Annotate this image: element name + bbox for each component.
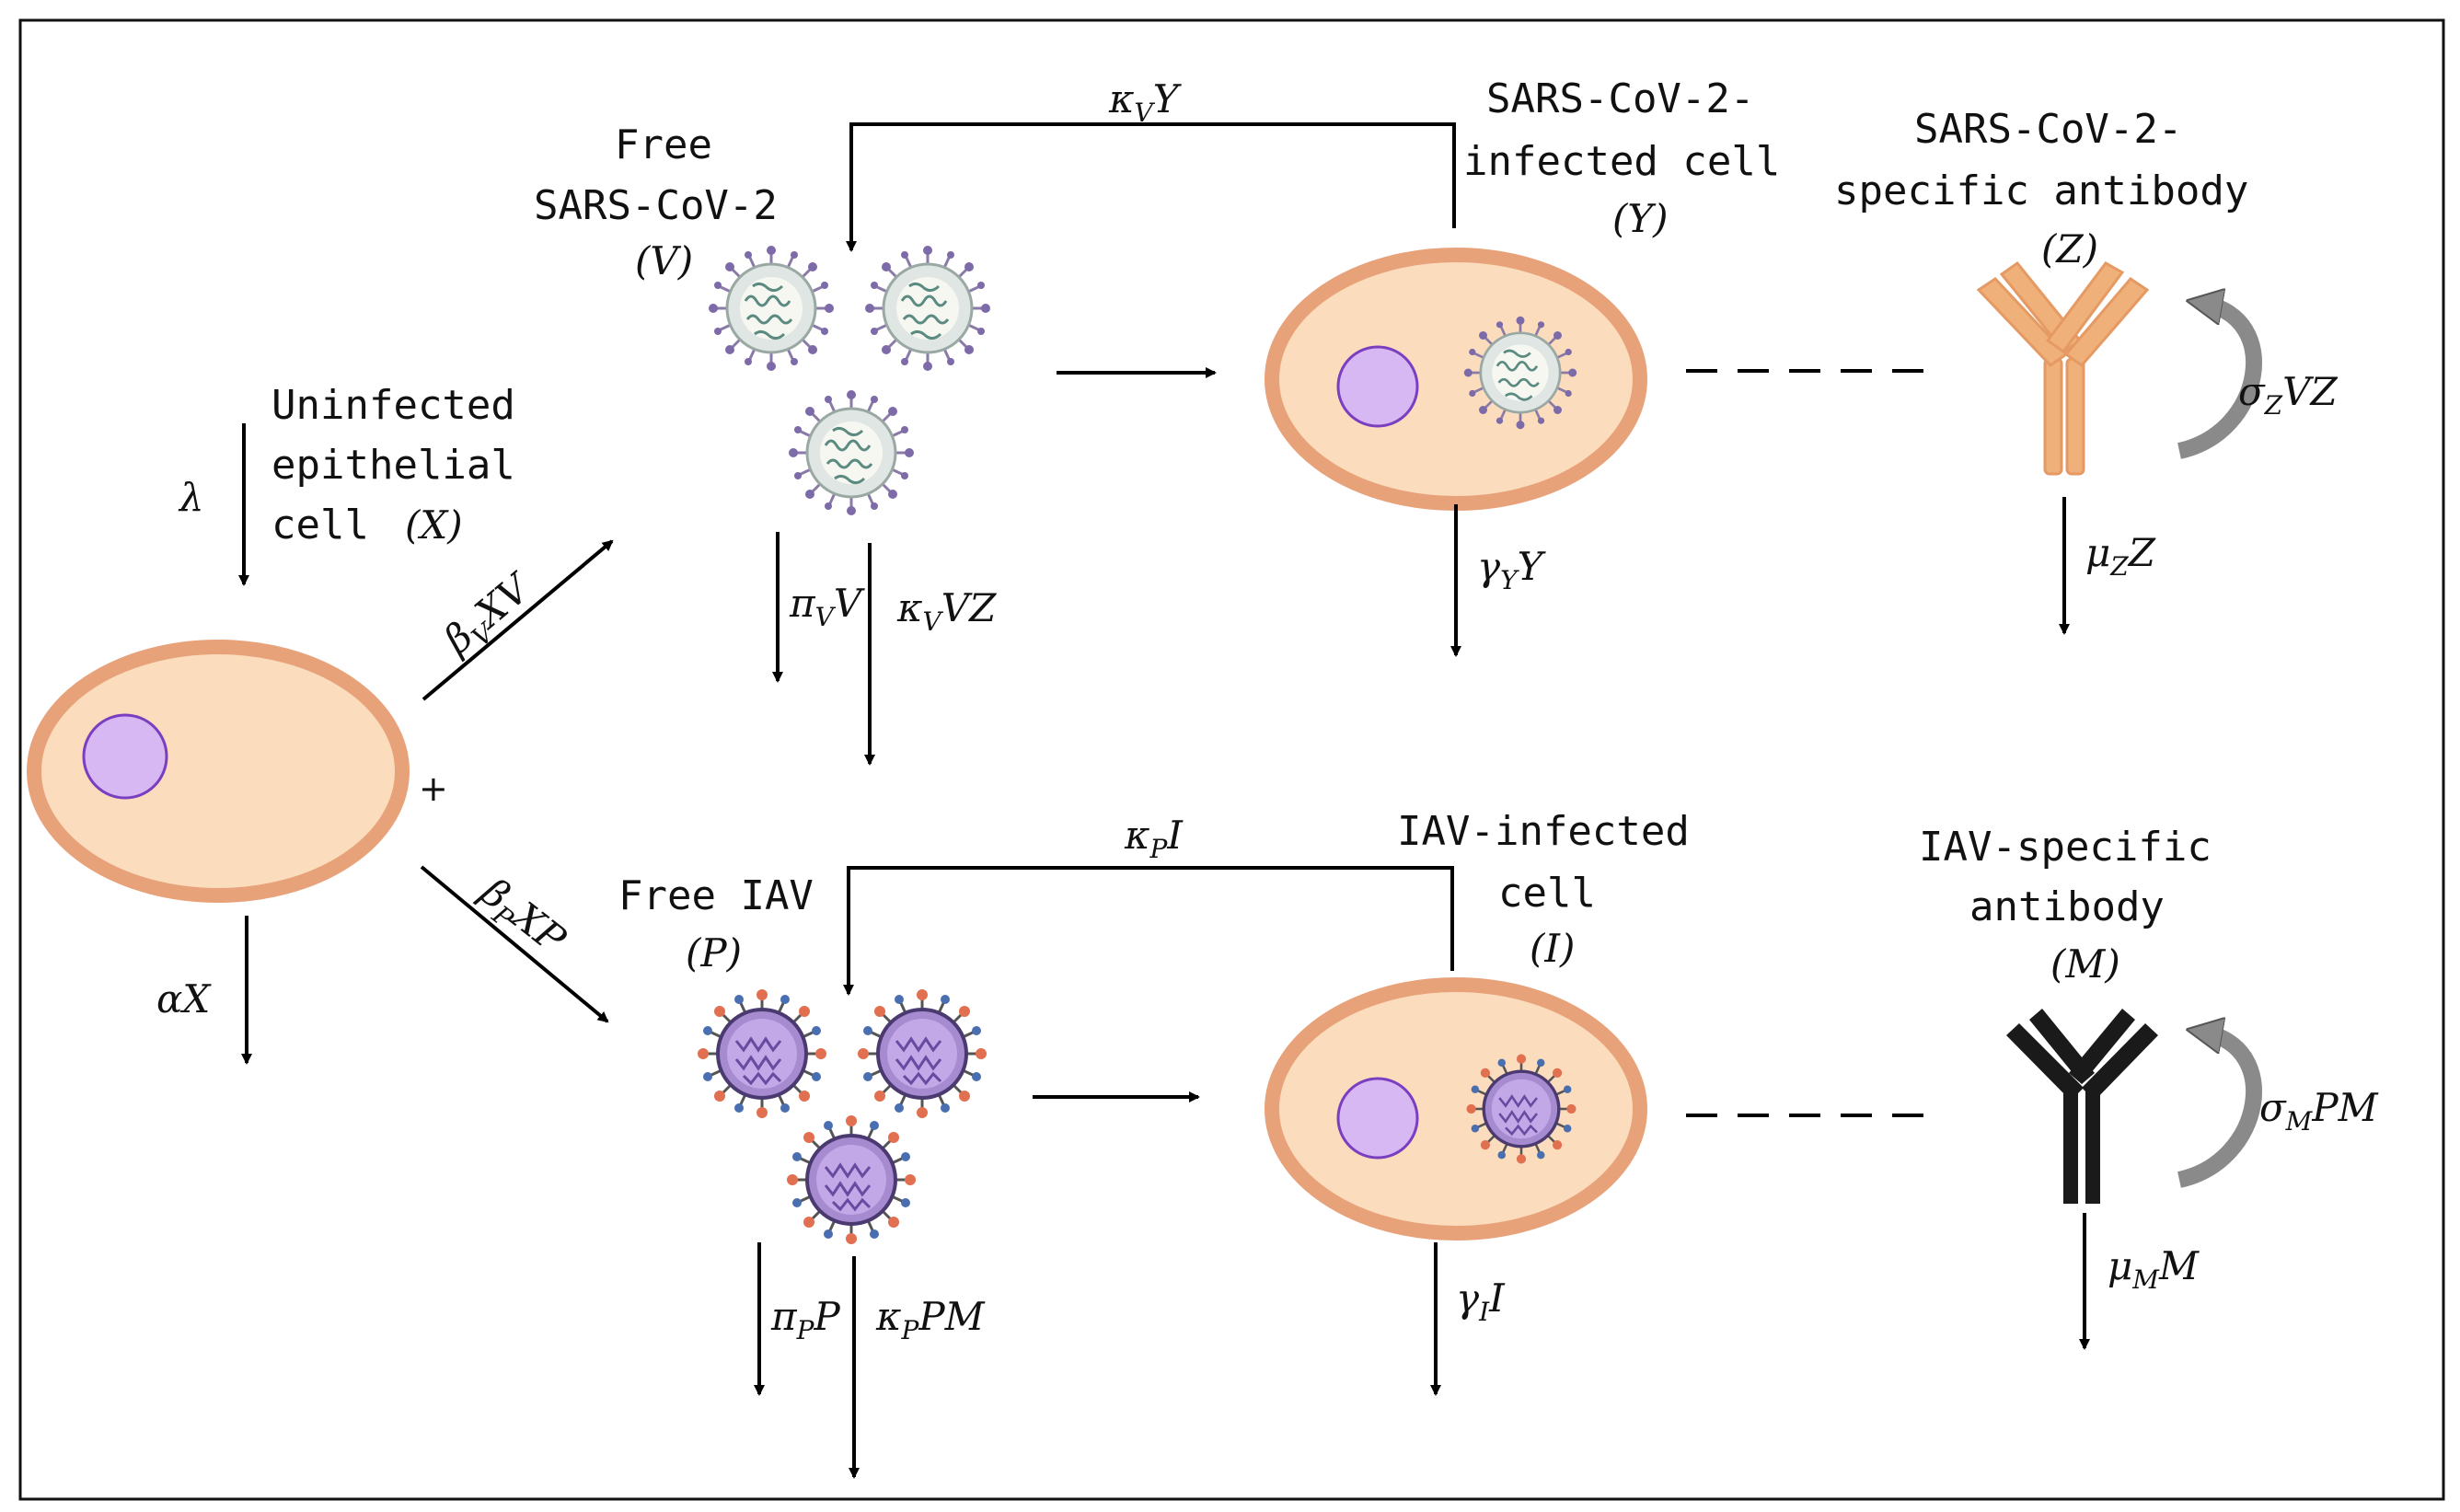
iav-infected-label-line1: IAV-infected	[1397, 808, 1690, 855]
rate-gamma-i: γII	[1456, 1275, 1506, 1327]
arrow-infection-iav	[420, 865, 609, 1023]
sars-virion-icon	[787, 388, 916, 517]
rate-mu-z: μZZ	[2085, 530, 2156, 582]
sars-infected-symbol: (Y)	[1612, 196, 1669, 241]
rate-mu-m: μMM	[2108, 1243, 2200, 1295]
iav-virion-icon	[1464, 1052, 1578, 1166]
free-sars-label-line1: Free	[615, 121, 712, 168]
free-iav-symbol: (P)	[686, 930, 742, 975]
sars-infected-label-line1: SARS-CoV-2-	[1486, 75, 1754, 122]
arrow-virus-production-sars	[846, 122, 1456, 252]
free-iav-label-line1: Free IAV	[618, 872, 814, 919]
iav-virion-icon	[785, 1114, 918, 1246]
rate-kappa-p-i: κPI	[1124, 813, 1184, 864]
rate-kappa-v-y: κVY	[1108, 76, 1183, 128]
iav-virion-icon	[696, 987, 828, 1120]
rate-sigma-z: σZVZ	[2238, 369, 2338, 421]
iav-infected-label-line2: cell	[1498, 870, 1596, 917]
sars-virion-icon	[863, 244, 992, 373]
self-proliferation-arrow-z	[2177, 304, 2262, 459]
uninfected-label-line2: epithelial	[271, 442, 515, 489]
sars-virion-icon	[707, 244, 836, 373]
rate-pi-v: πVV	[789, 581, 865, 632]
cell-membrane	[1265, 248, 1647, 511]
rate-kappa-p-pm: κPPM	[875, 1294, 986, 1345]
rate-lambda: λ	[178, 475, 204, 520]
rate-kappa-v-vz: κVVZ	[896, 585, 997, 637]
nucleus-icon	[1336, 1077, 1419, 1160]
sars-antibody-icon	[1976, 260, 2150, 476]
rate-gamma-y: γYY	[1477, 544, 1547, 595]
sars-ab-label-line2: specific antibody	[1834, 167, 2248, 214]
free-sars-label-line2: SARS-CoV-2	[534, 182, 778, 229]
plus-sign: +	[419, 768, 448, 809]
arrow-virus-production-iav	[843, 866, 1454, 996]
rate-alpha: αX	[156, 976, 212, 1021]
sars-infected-label-line2: infected cell	[1463, 138, 1780, 185]
cell-membrane	[1265, 977, 1647, 1241]
uninfected-cell	[27, 640, 410, 903]
free-sars-symbol: (V)	[635, 238, 693, 283]
iav-ab-label-line1: IAV-specific	[1919, 824, 2212, 871]
self-proliferation-arrow-m	[2177, 1033, 2262, 1188]
sars-ab-symbol: (Z)	[2041, 226, 2098, 271]
sars-ab-label-line1: SARS-CoV-2-	[1914, 106, 2182, 153]
rate-beta-v: βVXV	[433, 563, 545, 668]
iav-ab-label-line2: antibody	[1969, 883, 2165, 930]
uninfected-label-line1: Uninfected	[271, 382, 515, 429]
rate-pi-p: πPP	[770, 1294, 840, 1345]
arrow-infection-sars	[422, 539, 614, 701]
nucleus-icon	[1336, 345, 1419, 428]
uninfected-symbol: (X)	[405, 502, 463, 548]
iav-antibody-icon	[2006, 1009, 2158, 1204]
iav-infected-symbol: (I)	[1530, 926, 1575, 971]
iav-virion-icon	[856, 987, 988, 1120]
uninfected-label-line3: cell	[271, 502, 369, 548]
nucleus-icon	[82, 713, 168, 800]
cell-membrane	[27, 640, 410, 903]
iav-ab-symbol: (M)	[2050, 941, 2120, 987]
rate-sigma-m: σMPM	[2259, 1085, 2379, 1137]
sars-infected-cell	[1265, 248, 1647, 511]
sars-virion-icon	[1462, 315, 1578, 431]
iav-infected-cell	[1265, 977, 1647, 1241]
figure-border	[18, 18, 2445, 1501]
